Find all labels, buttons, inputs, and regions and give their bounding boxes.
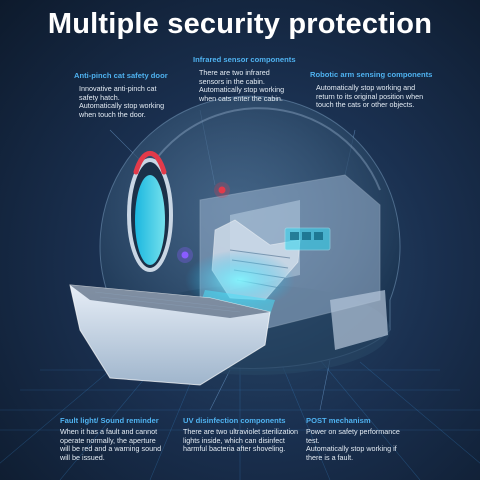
page-title: Multiple security protection xyxy=(47,8,433,40)
feature-fault-light: Fault light/ Sound reminder When it has … xyxy=(60,416,185,462)
feature-anti-pinch: Anti-pinch cat safety door Innovative an… xyxy=(74,71,204,119)
feature-description: Power on safety performance test. Automa… xyxy=(306,427,400,462)
feature-heading: Infrared sensor components xyxy=(193,55,296,64)
feature-heading: Robotic arm sensing components xyxy=(310,70,433,79)
feature-uv-disinfection: UV disinfection components There are two… xyxy=(183,416,308,454)
feature-description: Innovative anti-pinch cat safety hatch. … xyxy=(79,84,165,119)
feature-infrared: Infrared sensor components There are two… xyxy=(193,55,323,103)
feature-heading: Anti-pinch cat safety door xyxy=(74,71,168,80)
feature-description: There are two infrared sensors in the ca… xyxy=(199,68,285,103)
uv-light-dot xyxy=(181,251,189,259)
infrared-sensor-dot xyxy=(218,186,226,194)
feature-post-mechanism: POST mechanism Power on safety performan… xyxy=(306,416,436,462)
feature-heading: UV disinfection components xyxy=(183,416,286,425)
feature-heading: POST mechanism xyxy=(306,416,371,425)
feature-heading: Fault light/ Sound reminder xyxy=(60,416,159,425)
feature-description: When it has a fault and cannot operate n… xyxy=(60,427,162,462)
feature-description: Automatically stop working and return to… xyxy=(316,83,424,110)
feature-robotic-arm: Robotic arm sensing components Automatic… xyxy=(310,70,475,110)
feature-description: There are two ultraviolet sterilization … xyxy=(183,427,299,454)
